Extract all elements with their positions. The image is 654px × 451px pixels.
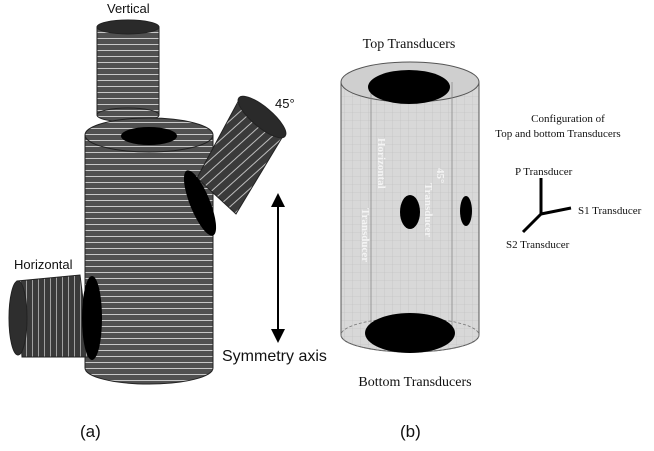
label-symmetry-axis: Symmetry axis: [222, 348, 327, 365]
horizontal-transducer-hole: [400, 195, 420, 229]
panel-b: Top Transducers Bottom Transducers Horiz…: [340, 37, 642, 441]
caption-b: (b): [400, 422, 421, 441]
label-horizontal-b-1: Horizontal: [375, 138, 387, 189]
label-bottom-transducers: Bottom Transducers: [358, 375, 471, 390]
hole-45: [183, 170, 217, 236]
config-title-line1: Configuration of: [531, 113, 605, 125]
label-horizontal-b-2: Transducer: [359, 208, 371, 262]
transducer-45: [183, 95, 287, 236]
label-s1-transducer: S1 Transducer: [578, 205, 642, 217]
label-top-transducers: Top Transducers: [363, 37, 456, 52]
horizontal-transducer: [8, 274, 102, 360]
label-s2-transducer: S2 Transducer: [506, 239, 570, 251]
label-vertical: Vertical: [107, 1, 150, 16]
label-horizontal: Horizontal: [14, 257, 73, 272]
bottom-transducer-hole: [365, 313, 455, 353]
config-title-line2: Top and bottom Transducers: [495, 128, 620, 140]
label-45-b-1: 45°: [434, 168, 446, 183]
transducer-45-hole: [460, 196, 472, 226]
panel-a: Vertical 45° Horizontal Symmetry axis (a…: [8, 1, 327, 441]
label-45-b-2: Transducer: [422, 183, 434, 237]
label-45: 45°: [275, 96, 295, 111]
top-transducer-hole: [368, 70, 450, 104]
hole-horizontal: [82, 276, 102, 360]
top-hole: [121, 127, 177, 145]
label-p-transducer: P Transducer: [515, 166, 573, 178]
main-cylinder: [84, 117, 214, 385]
caption-a: (a): [80, 422, 101, 441]
cylinder-b: [340, 61, 480, 353]
configuration-symbol: [521, 178, 572, 234]
vertical-transducer: [96, 19, 160, 123]
